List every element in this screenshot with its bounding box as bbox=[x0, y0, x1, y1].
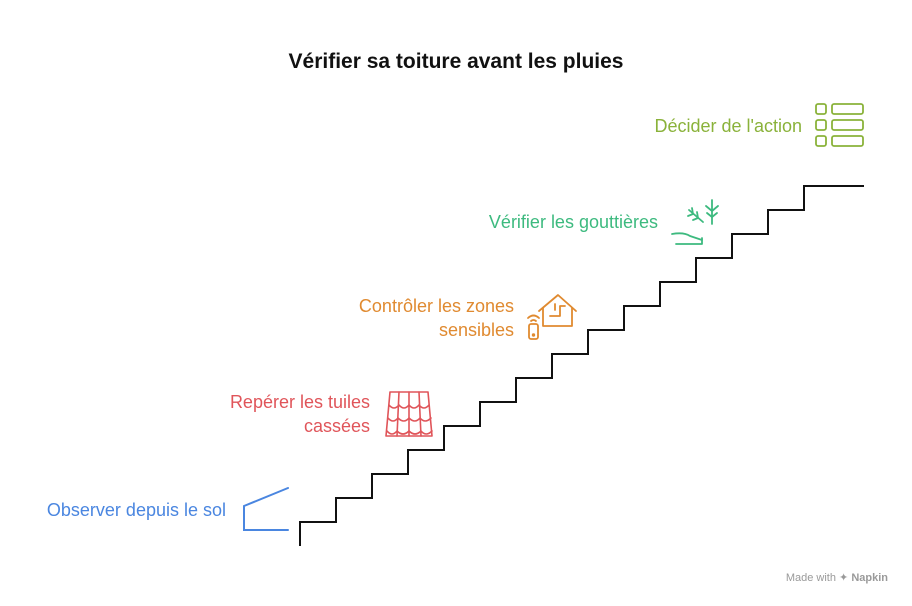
napkin-logo-icon: ✦ bbox=[839, 572, 849, 584]
footer-brand: Napkin bbox=[851, 572, 888, 584]
footer-credit: Made with ✦ Napkin bbox=[786, 571, 888, 584]
step-label-gutters: Vérifier les gouttières bbox=[488, 212, 658, 232]
gutter-plant-icon bbox=[671, 199, 719, 245]
footer-prefix: Made with bbox=[785, 572, 836, 584]
list-icon bbox=[815, 103, 864, 147]
roof-tiles-icon bbox=[385, 391, 433, 437]
angle-view-icon bbox=[243, 487, 289, 531]
step-label-decide: Décider de l'action bbox=[654, 116, 802, 136]
step-label-observe: Observer depuis le sol bbox=[46, 500, 226, 520]
step-label-broken-tiles: Repérer les tuiles cassées bbox=[229, 392, 370, 436]
page-title: Vérifier sa toiture avant les pluies bbox=[288, 50, 624, 73]
step-label-sensitive-zones: Contrôler les zones sensibles bbox=[358, 296, 514, 340]
smart-home-icon bbox=[527, 294, 577, 340]
staircase-line bbox=[299, 185, 864, 546]
